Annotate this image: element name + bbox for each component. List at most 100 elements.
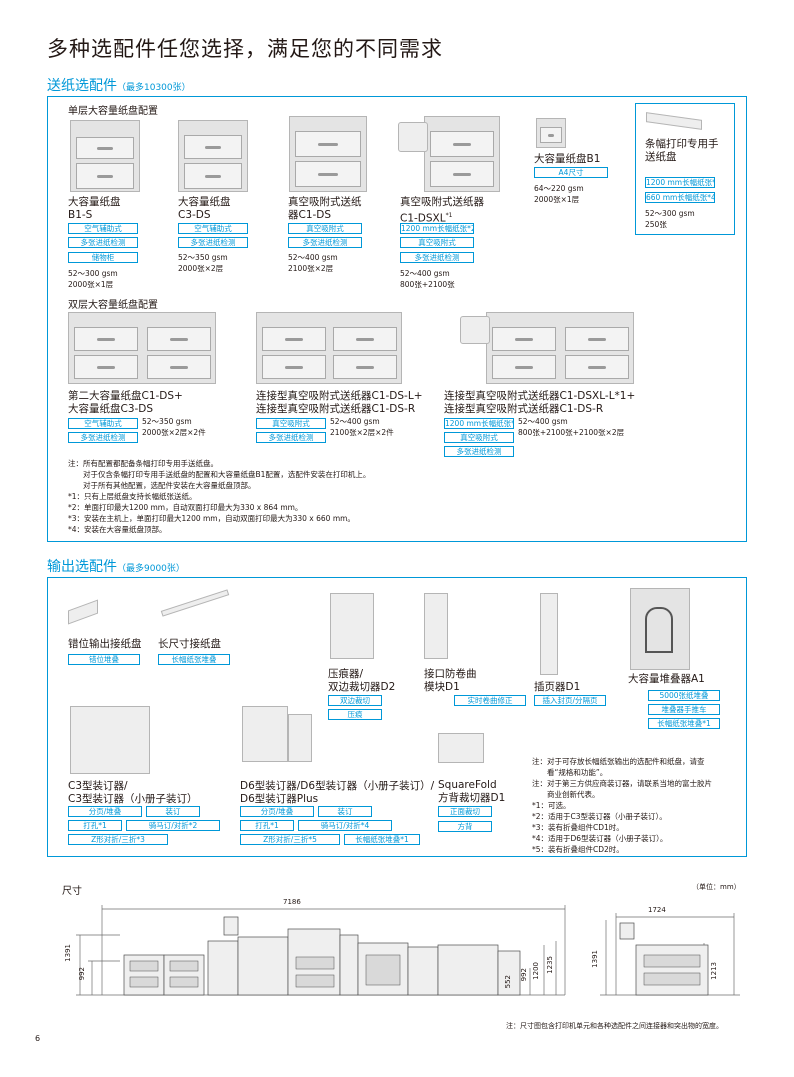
product-c1ds-name: 真空吸附式送纸器C1-DS <box>288 196 362 221</box>
tag-multi-feed-detect: 多张进纸检测 <box>400 252 474 263</box>
tag-multi-feed-detect: 多张进纸检测 <box>68 237 138 248</box>
product-inserter-name: 插页器D1 <box>534 681 581 693</box>
crease-cutter-image <box>330 593 374 659</box>
product-stacker-name: 大容量堆叠器A1 <box>628 673 705 685</box>
tag-z-fold: Z形对折/三折*3 <box>68 834 168 845</box>
tag-two-side-cut: 双边裁切 <box>328 695 382 706</box>
tag-vacuum: 真空吸附式 <box>256 418 326 429</box>
tag-air-assist: 空气辅助式 <box>178 223 248 234</box>
tag-punch: 打孔*1 <box>240 820 294 831</box>
d6-finisher-image <box>242 706 288 762</box>
page-title: 多种选配件任您选择，满足您的不同需求 <box>47 37 443 61</box>
double-layer-heading: 双层大容量纸盘配置 <box>68 300 158 311</box>
product-long-tray-name: 长尺寸接纸盘 <box>158 638 221 650</box>
tag-multi-feed-detect: 多张进纸检测 <box>444 446 514 457</box>
tag-long-sheet-stacking: 长幅纸张堆叠 <box>158 654 230 665</box>
stacker-image <box>630 588 690 670</box>
product-double-c1ds-name: 连接型真空吸附式送纸器C1-DS-L+连接型真空吸附式送纸器C1-DS-R <box>256 390 423 415</box>
tag-staple: 装订 <box>146 806 200 817</box>
tag-vacuum: 真空吸附式 <box>400 237 474 248</box>
tag-air-assist: 空气辅助式 <box>68 418 138 429</box>
double-vacuum-feeder-image <box>256 312 402 384</box>
dimensions-unit: （单位：mm） <box>692 883 741 891</box>
tag-a4-size: A4尺寸 <box>534 167 608 178</box>
d6-finisher-part-image <box>288 714 312 762</box>
long-sheet-attachment-image <box>460 316 490 344</box>
output-notes: 注：对于可存放长幅纸张输出的选配件和纸盘，请查 看“规格和功能”。 注：对于第三… <box>532 757 712 854</box>
tag-saddle-stitch: 骑马订/对折*4 <box>298 820 392 831</box>
output-section-note: （最多9000张） <box>117 564 185 574</box>
tag-5000-sheet-stacking: 5000张纸堆叠 <box>648 690 720 701</box>
tag-long-sheet-660: 660 mm长幅纸张*4 <box>645 192 715 203</box>
tag-long-sheet-stacking: 长幅纸张堆叠*1 <box>648 718 720 729</box>
tag-punch: 打孔*1 <box>68 820 122 831</box>
tag-square-back: 方背 <box>438 821 492 832</box>
tag-sort-stack: 分页/堆叠 <box>240 806 314 817</box>
product-double-c3ds-name: 第二大容量纸盘C1-DS+大容量纸盘C3-DS <box>68 390 183 415</box>
product-d6-finisher-name: D6型装订器/D6型装订器（小册子装订）/D6型装订器Plus <box>240 780 435 805</box>
feed-section-title: 送纸选配件（最多10300张） <box>47 75 191 95</box>
output-section-title-text: 输出选配件 <box>47 559 117 575</box>
tag-long-sheet-1200: 1200 mm长幅纸张*3 <box>645 177 715 188</box>
product-crease-cutter-name: 压痕器/双边裁切器D2 <box>328 668 396 693</box>
feed-notes: 注：所有配置都配备条幅打印专用手送纸盘。 对于仅含条幅打印专用手送纸盘的配置和大… <box>68 459 371 534</box>
tag-face-trim: 正面裁切 <box>438 806 492 817</box>
squarefold-image <box>438 733 484 763</box>
tag-long-sheet-1200: 1200 mm长幅纸张*2 <box>444 418 514 429</box>
tray-b1s-image <box>70 120 140 192</box>
tray-c3ds-image <box>178 120 248 192</box>
page-number: 6 <box>35 1034 41 1043</box>
dimensions-title: 尺寸 <box>62 886 82 897</box>
product-bypass-tray-name: 条幅打印专用手送纸盘 <box>645 138 719 163</box>
vacuum-feeder-c1ds-image <box>289 116 367 192</box>
dim-right-body-height: 1213 <box>710 962 718 980</box>
tag-z-fold: Z形对折/三折*5 <box>240 834 340 845</box>
tag-staple: 装订 <box>318 806 372 817</box>
tag-sort-stack: 分页/堆叠 <box>68 806 142 817</box>
tag-multi-feed-detect: 多张进纸检测 <box>178 237 248 248</box>
dim-h-1235: 1235 <box>546 956 554 974</box>
tag-crease: 压痕 <box>328 709 382 720</box>
feed-section-note: （最多10300张） <box>117 83 191 93</box>
tray-b1-image <box>536 118 566 148</box>
product-c3-finisher-name: C3型装订器/C3型装订器（小册子装订） <box>68 780 198 805</box>
dim-h-1200: 1200 <box>532 962 540 980</box>
tag-stacker-cart: 堆叠器手推车 <box>648 704 720 715</box>
long-sheet-attachment-image <box>398 122 428 152</box>
tag-air-assist: 空气辅助式 <box>68 223 138 234</box>
tag-insert-cover: 插入封页/分隔页 <box>534 695 606 706</box>
feed-section-title-text: 送纸选配件 <box>47 78 117 94</box>
tag-multi-feed-detect: 多张进纸检测 <box>68 432 138 443</box>
dim-right-width: 1724 <box>648 906 666 914</box>
double-vacuum-feeder-xl-image <box>486 312 634 384</box>
vacuum-feeder-c1dsxl-image <box>424 116 500 192</box>
tag-saddle-stitch: 骑马订/对折*2 <box>126 820 220 831</box>
dimension-drawing <box>76 905 740 996</box>
dim-right-total-height: 1391 <box>591 950 599 968</box>
output-options-panel <box>47 577 747 857</box>
tag-vacuum: 真空吸附式 <box>288 223 362 234</box>
single-layer-heading: 单层大容量纸盘配置 <box>68 106 158 117</box>
product-decurler-name: 接口防卷曲模块D1 <box>424 668 477 693</box>
product-double-c1dsxl-name: 连接型真空吸附式送纸器C1-DSXL-L*1+连接型真空吸附式送纸器C1-DS-… <box>444 390 636 415</box>
decurler-image <box>424 593 448 659</box>
dimensions-footnote: 注：尺寸图包含打印机单元和各种选配件之间连接器和突出物的宽度。 <box>506 1022 723 1030</box>
tag-realtime-curl-correction: 实时卷曲修正 <box>454 695 526 706</box>
tag-vacuum: 真空吸附式 <box>444 432 514 443</box>
tag-multi-feed-detect: 多张进纸检测 <box>288 237 362 248</box>
output-section-title: 输出选配件（最多9000张） <box>47 556 185 576</box>
inserter-image <box>540 593 558 675</box>
dim-total-width: 7186 <box>283 898 301 906</box>
c3-finisher-image <box>70 706 150 774</box>
double-tray-c3ds-image <box>68 312 216 384</box>
